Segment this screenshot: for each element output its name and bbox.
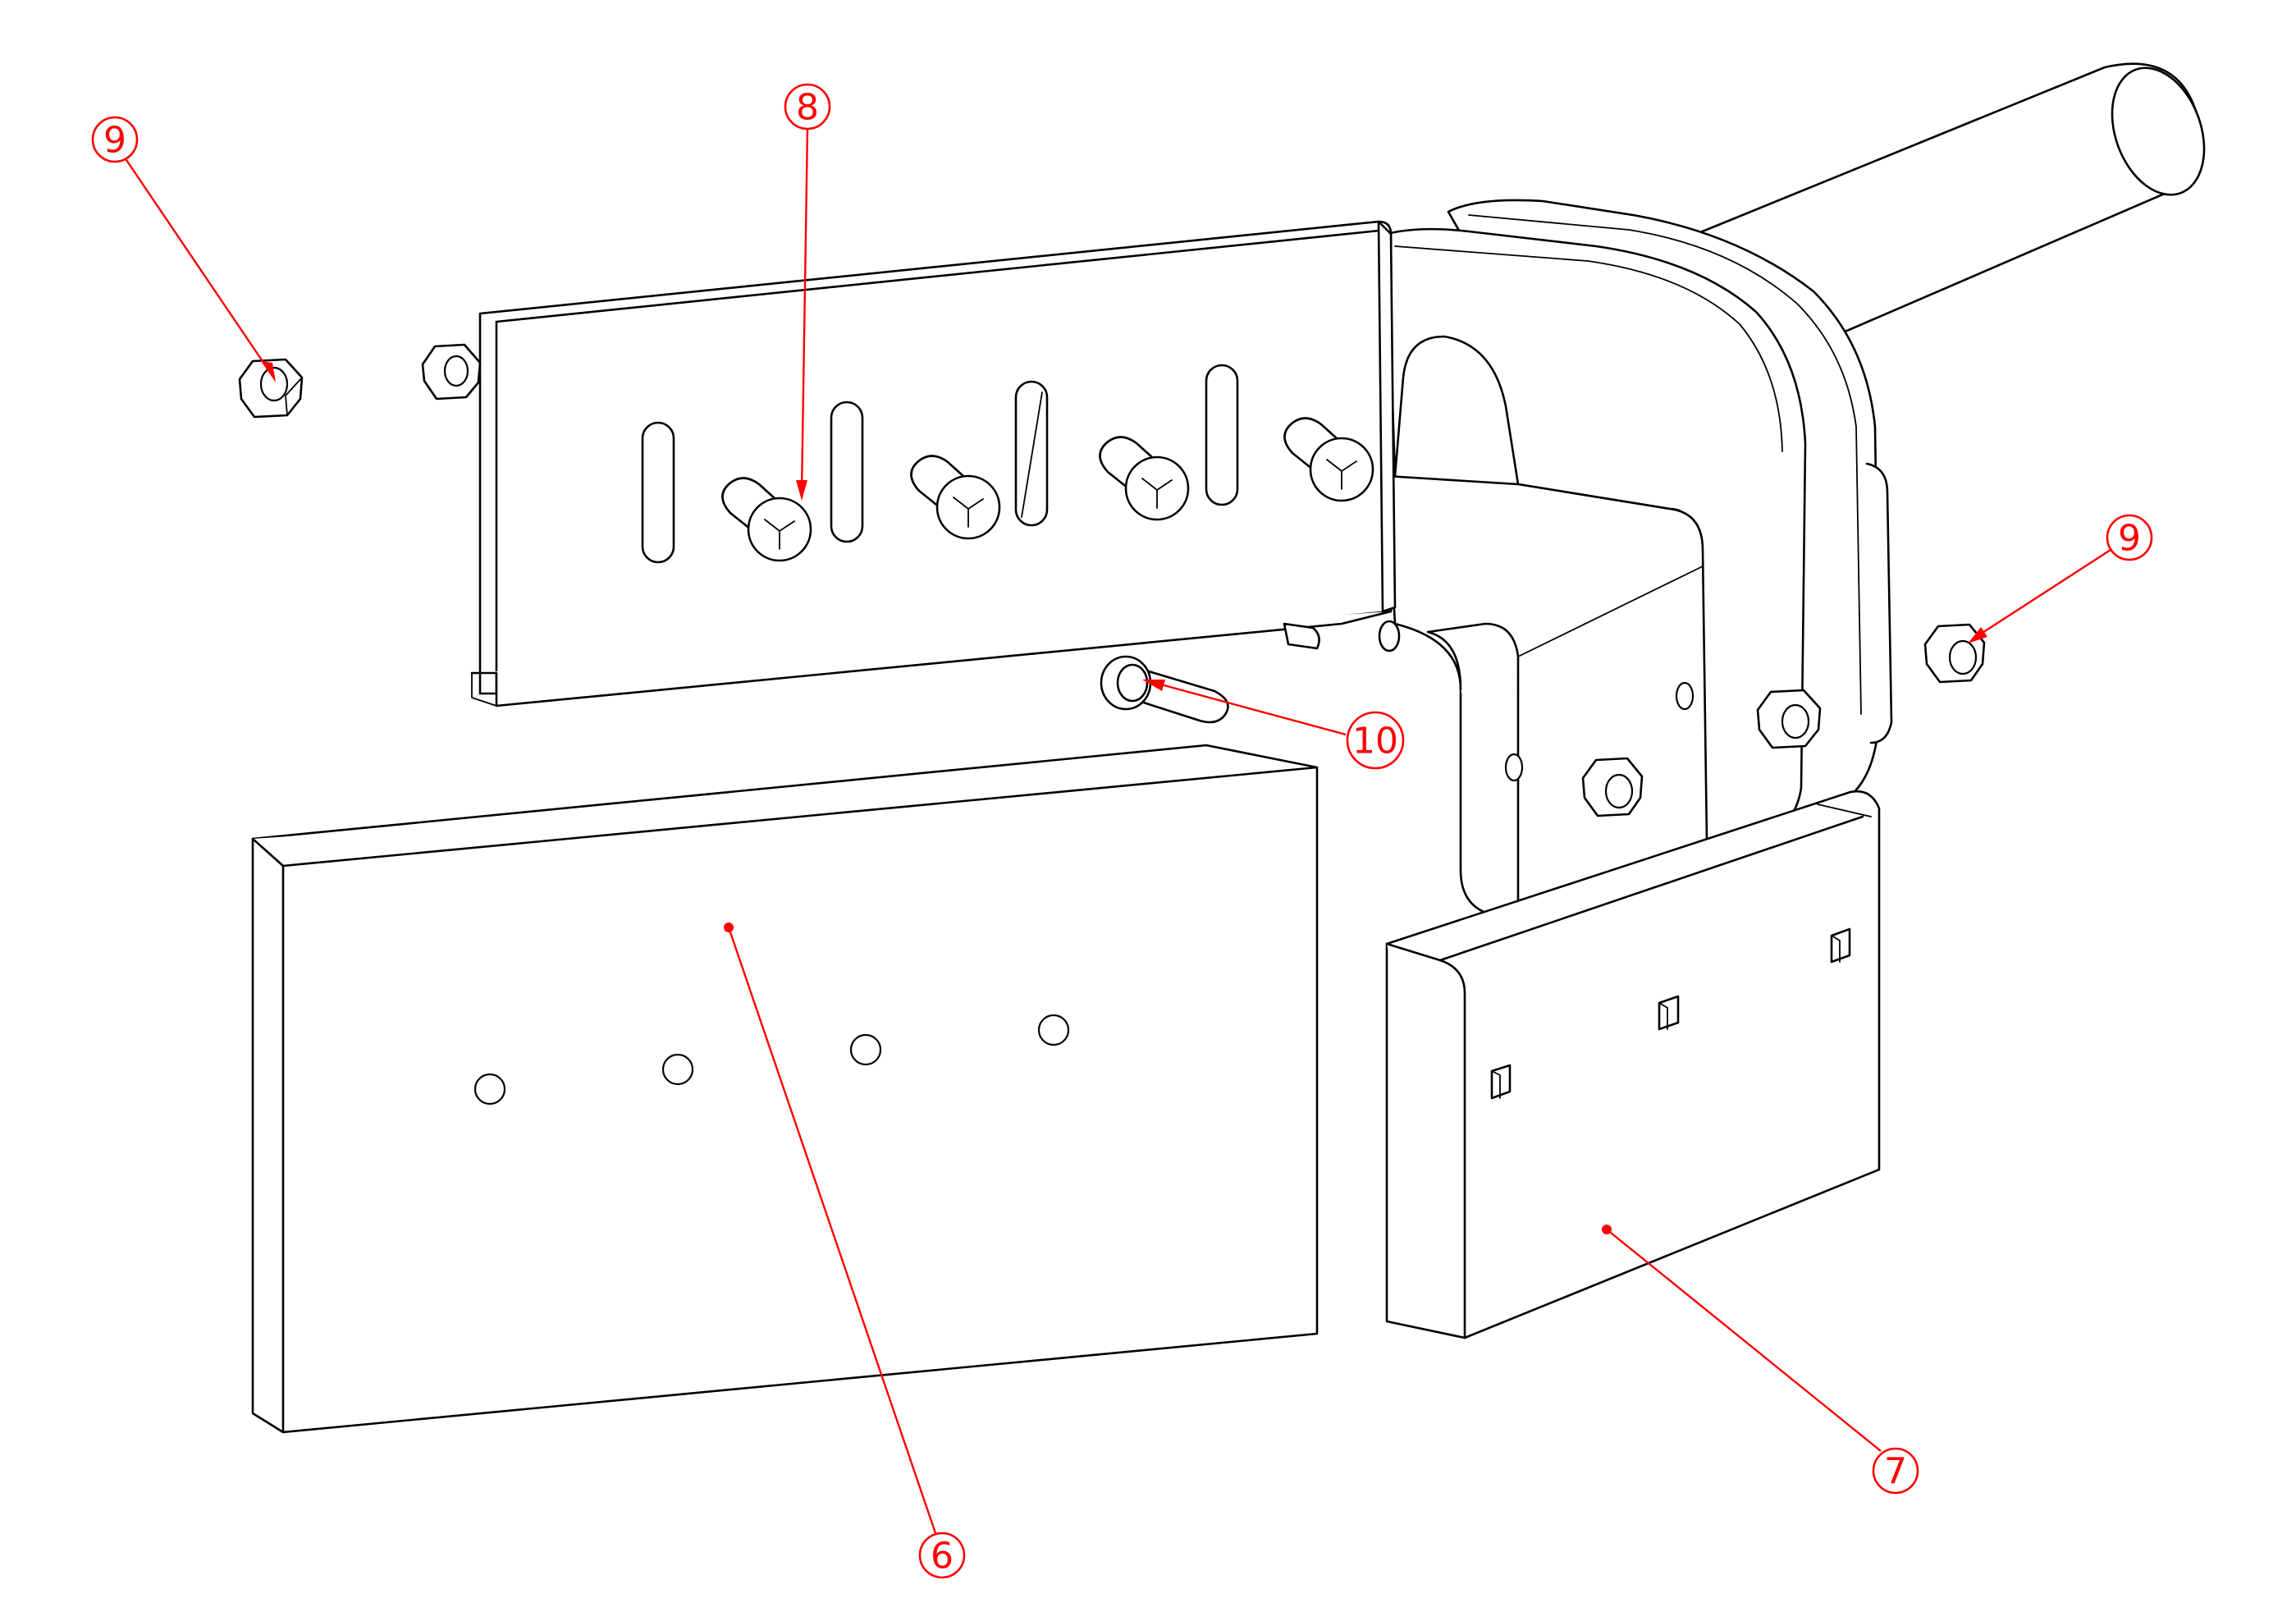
large-pad: [251, 744, 1319, 1434]
callout-10: 10: [1142, 680, 1405, 770]
callout-label: 7: [1884, 1451, 1907, 1493]
callout-9-left: 9: [91, 116, 276, 382]
callout-6: 6: [724, 923, 966, 1579]
pad-hole-3: [849, 1033, 882, 1066]
pad-hole-1: [473, 1073, 506, 1106]
callout-label: 8: [796, 87, 819, 129]
slot-4: [1205, 364, 1239, 506]
callout-label: 9: [2118, 518, 2141, 560]
pad-slot-1: [1490, 1064, 1512, 1100]
callout-8: 8: [784, 83, 831, 501]
callout-label: 6: [931, 1536, 954, 1577]
pad-slot-3: [1830, 927, 1851, 964]
slot-1: [641, 421, 675, 564]
callout-label: 9: [103, 120, 126, 162]
pad-slot-2: [1658, 995, 1680, 1031]
nut: [238, 343, 1986, 817]
callout-label: 10: [1352, 721, 1398, 762]
slot-3: [1014, 380, 1049, 527]
shaft: [1685, 62, 2206, 363]
bolt: [721, 417, 1374, 562]
small-pad: [1385, 790, 1881, 1339]
pad-hole-2: [661, 1053, 694, 1086]
pad-hole-4: [1037, 1014, 1070, 1046]
callout-7: 7: [1602, 1225, 1919, 1495]
callout-9-right: 9: [1968, 514, 2153, 643]
slot-2: [830, 401, 864, 543]
